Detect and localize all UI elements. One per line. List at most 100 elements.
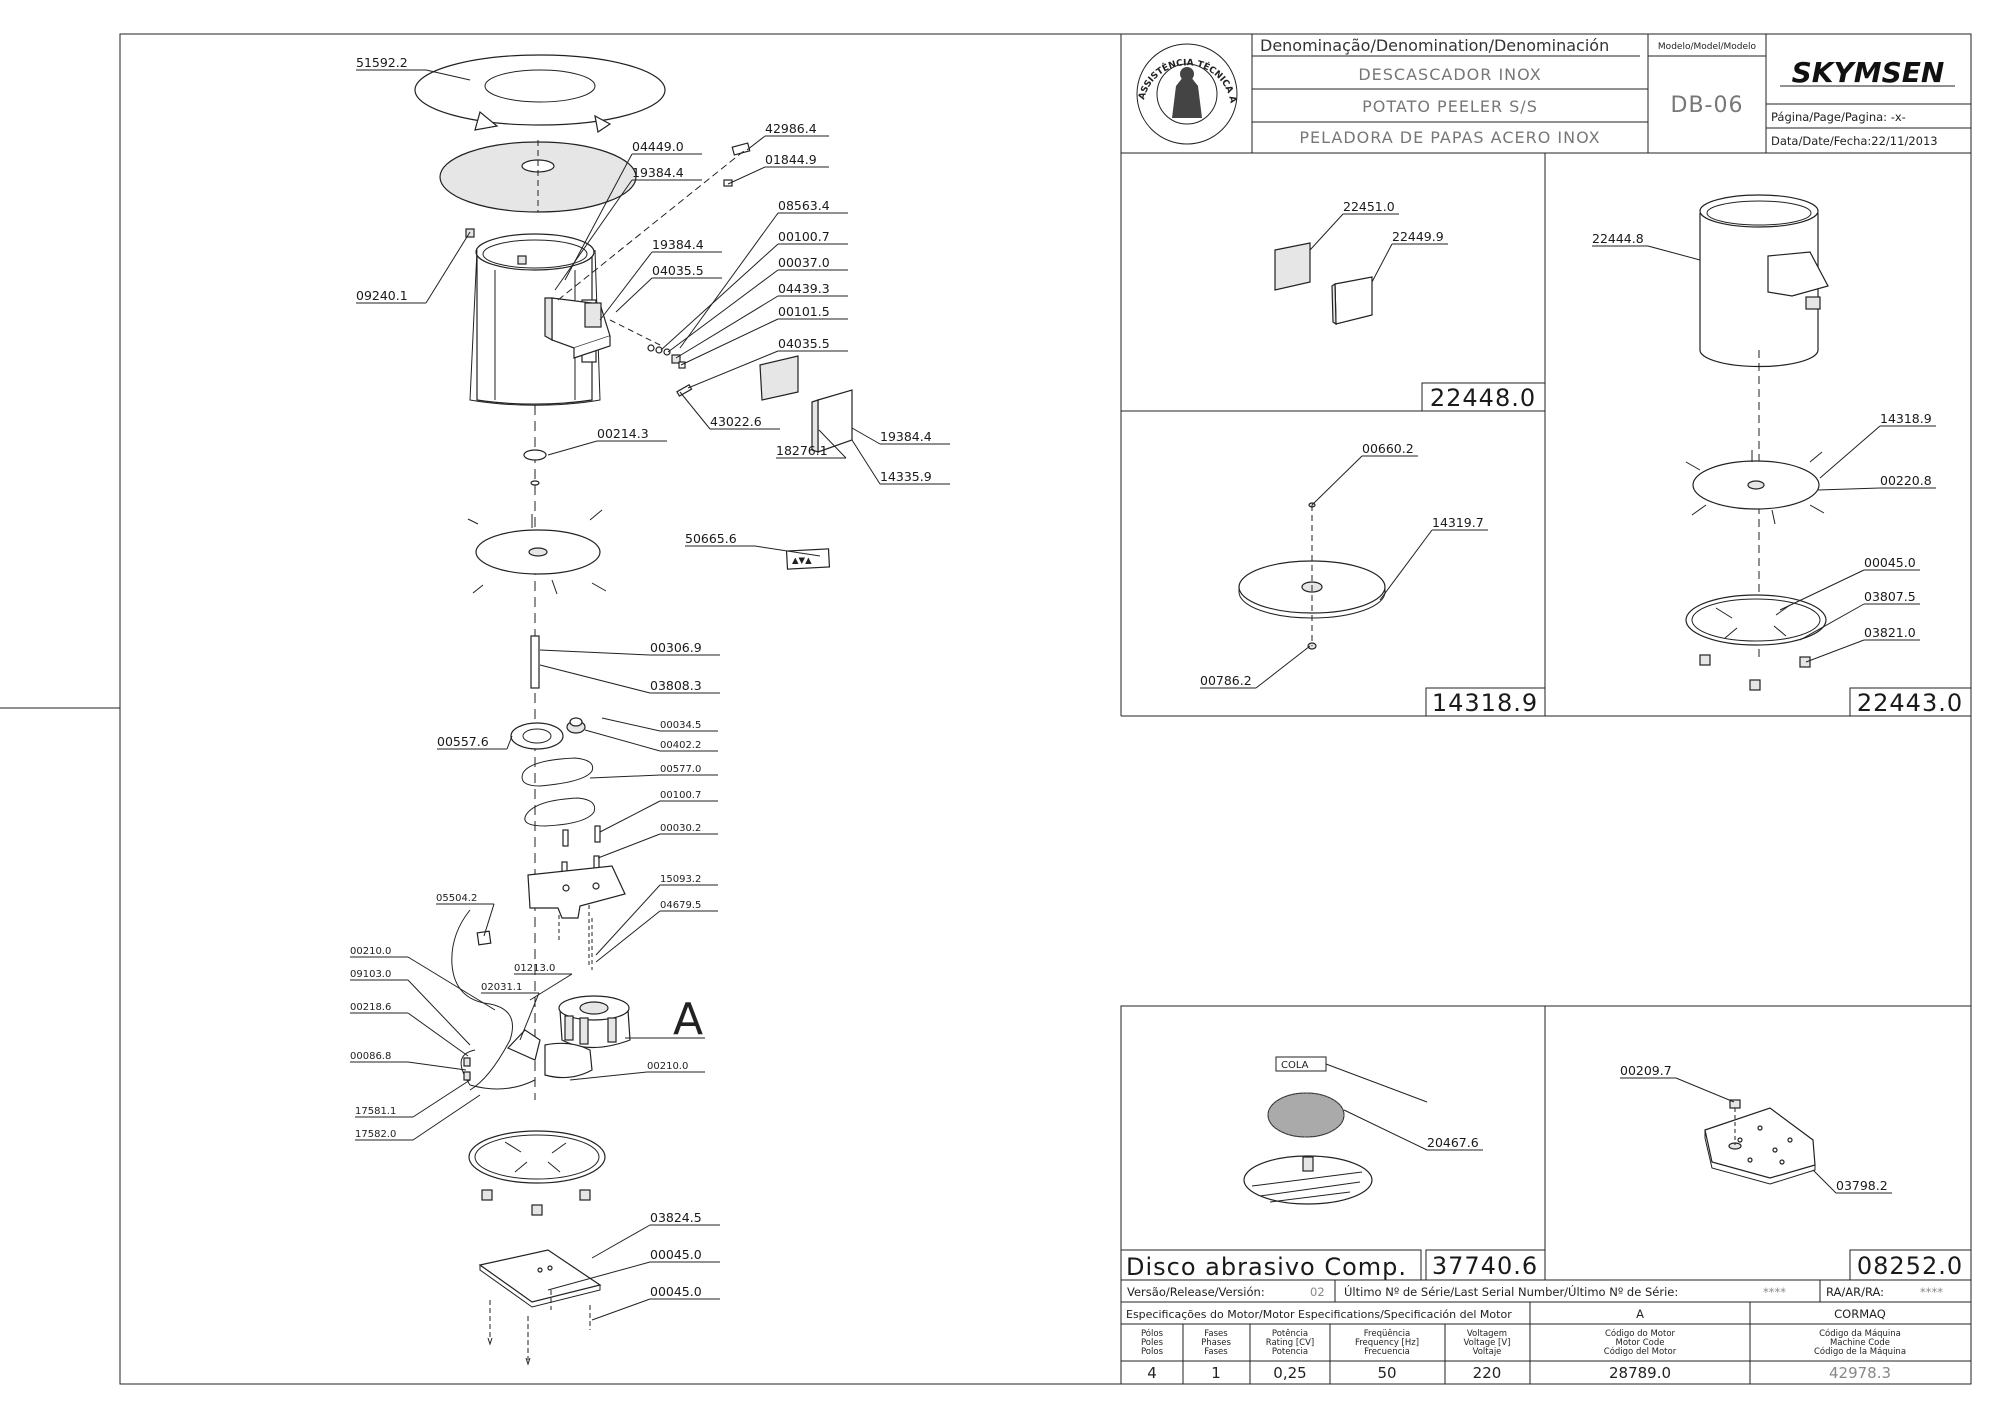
part-number-label: 00034.5 [660, 720, 701, 731]
part-number-label: 22451.0 [1343, 199, 1395, 214]
glue-note: COLA [1281, 1060, 1309, 1071]
part-number-label: 18276.1 [776, 443, 828, 458]
spec-value: 42978.3 [1829, 1364, 1891, 1382]
spec-header: Fases [1204, 1329, 1228, 1339]
part-number-label: 00037.0 [778, 255, 830, 270]
spec-header: Código de la Máquina [1814, 1346, 1906, 1357]
code-14318: 14318.9 [1432, 689, 1538, 717]
part-number-label: 14318.9 [1880, 411, 1932, 426]
part-number-label: 00045.0 [650, 1247, 702, 1262]
maker-col: CORMAQ [1834, 1307, 1886, 1321]
part-number-label: 22444.8 [1592, 231, 1644, 246]
spec-header: Freqüência [1364, 1328, 1410, 1339]
spec-header: Frequency [Hz] [1355, 1338, 1419, 1348]
lower-panels-grid [1120, 1005, 1972, 1385]
part-number-label: 00214.3 [597, 426, 649, 441]
callout-a: A [673, 994, 703, 1045]
spec-header: Phases [1201, 1338, 1231, 1348]
part-number-label: 00045.0 [1864, 555, 1916, 570]
part-number-label: 19384.4 [652, 237, 704, 252]
name-es: PELADORA DE PAPAS ACERO INOX [1299, 128, 1600, 147]
part-number-label: 05504.2 [436, 893, 477, 904]
part-number-label: 09240.1 [356, 288, 408, 303]
authorized-service-seal [1136, 43, 1238, 145]
part-number-label: 00220.8 [1880, 473, 1932, 488]
spec-header: Voltaje [1473, 1347, 1502, 1357]
version-label: Versão/Release/Versión: [1127, 1285, 1265, 1299]
power-cable [451, 909, 513, 1091]
model-header: Modelo/Model/Modelo [1658, 42, 1757, 52]
code-22448: 22448.0 [1430, 384, 1536, 412]
spec-header: Rating [CV] [1266, 1338, 1315, 1348]
part-number-label: 01213.0 [514, 963, 555, 974]
part-number-label: 03824.5 [650, 1210, 702, 1225]
part-number-label: 01844.9 [765, 152, 817, 167]
spec-value: 220 [1473, 1364, 1502, 1382]
part-number-label: 04035.5 [778, 336, 830, 351]
spec-header: Potencia [1272, 1347, 1308, 1357]
spec-header: Pólos [1141, 1328, 1164, 1339]
spec-value: 0,25 [1273, 1364, 1306, 1382]
part-number-label: 00030.2 [660, 823, 701, 834]
part-number-label: 15093.2 [660, 874, 701, 885]
part-number-label: 00100.7 [660, 790, 701, 801]
abrasive-disc-name: Disco abrasivo Comp. [1126, 1253, 1407, 1281]
drive-belt [521, 757, 594, 787]
motor-spec-label: Especificações do Motor/Motor Especifica… [1126, 1308, 1512, 1321]
part-number-label: 03808.3 [650, 678, 702, 693]
spec-header: Voltage [V] [1463, 1338, 1510, 1348]
spec-header: Motor Code [1615, 1338, 1664, 1348]
subassembly-grid [1120, 153, 1971, 717]
part-number-label: 00557.6 [437, 734, 489, 749]
spec-header: Frecuencia [1364, 1347, 1410, 1357]
title-block: ASSISTÊNCIA TÉCNICA AUTORIZADA Denominaç… [0, 0, 1972, 154]
part-number-label: 00786.2 [1200, 673, 1252, 688]
spec-header: Machine Code [1830, 1338, 1890, 1348]
part-number-label: 04679.5 [660, 900, 701, 911]
part-number-label: 19384.4 [880, 429, 932, 444]
part-number-label: 03821.0 [1864, 625, 1916, 640]
subassembly-labels: 22451.022449.900660.214319.700786.222444… [1200, 199, 1936, 1194]
part-number-label: 50665.6 [685, 531, 737, 546]
part-number-label: 14335.9 [880, 469, 932, 484]
spec-header: Código do Motor [1605, 1328, 1676, 1339]
lid-part [414, 54, 666, 126]
part-number-label: 09103.0 [350, 969, 391, 980]
part-number-label: 00218.6 [350, 1002, 391, 1013]
part-number-label: 03807.5 [1864, 589, 1916, 604]
main-exploded-view: ▲▼▲ [414, 54, 853, 1366]
main-label-leaders: 51592.204449.019384.442986.401844.908563… [350, 55, 950, 1321]
shaft-part [530, 635, 540, 689]
part-number-label: 51592.2 [356, 55, 408, 70]
code-08252: 08252.0 [1857, 1252, 1963, 1280]
denomination-header: Denominação/Denomination/Denominación [1260, 36, 1609, 55]
part-number-label: 43022.6 [710, 414, 762, 429]
part-number-label: 08563.4 [778, 198, 830, 213]
part-number-label: 17582.0 [355, 1129, 396, 1140]
date-label: Data/Date/Fecha:22/11/2013 [1771, 134, 1938, 148]
ra-value: **** [1920, 1285, 1943, 1299]
part-number-label: 04449.0 [632, 139, 684, 154]
part-number-label: 03798.2 [1836, 1178, 1888, 1193]
part-number-label: 00577.0 [660, 764, 701, 775]
part-number-label: 00210.0 [647, 1061, 688, 1072]
part-number-label: 14319.7 [1432, 515, 1484, 530]
part-number-label: 20467.6 [1427, 1135, 1479, 1150]
part-number-label: 00306.9 [650, 640, 702, 655]
spec-value: 1 [1211, 1364, 1221, 1382]
part-number-label: 00100.7 [778, 229, 830, 244]
part-number-label: 00210.0 [350, 946, 391, 957]
serial-label: Último Nº de Série/Last Serial Number/Úl… [1344, 1284, 1678, 1299]
part-number-label: 02031.1 [481, 982, 522, 993]
base-ring [468, 1130, 606, 1184]
motor-col: A [1636, 1307, 1644, 1321]
version-value: 02 [1310, 1285, 1325, 1299]
subassembly-37740: Disco abrasivo Comp. 37740.6 [1120, 1056, 1546, 1281]
brand-logo: SKYMSEN [1792, 56, 1945, 89]
name-pt: DESCASCADOR INOX [1358, 65, 1541, 84]
part-number-label: 00402.2 [660, 740, 701, 751]
spec-value: 28789.0 [1609, 1364, 1671, 1382]
spec-header: Código da Máquina [1819, 1328, 1901, 1339]
ra-label: RA/AR/RA: [1826, 1285, 1884, 1299]
